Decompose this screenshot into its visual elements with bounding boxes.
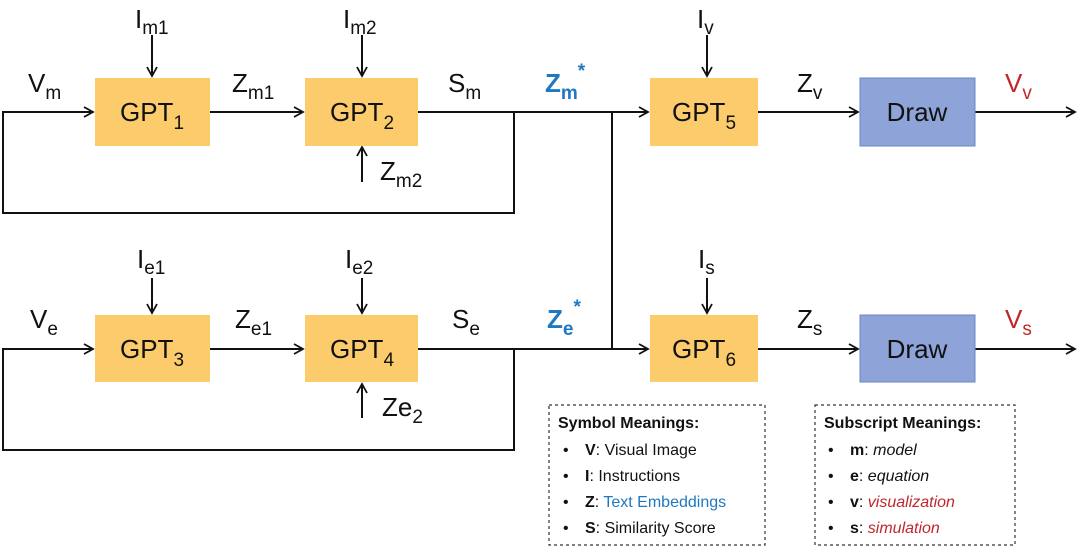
gpt2-block: GPT2 [305, 78, 418, 146]
gpt6-block: GPT6 [650, 315, 758, 382]
feedback-loop-top [2, 106, 515, 214]
label-ze1: Ze1 [235, 304, 272, 340]
gpt3-block: GPT3 [95, 315, 210, 382]
gpt5-block: GPT5 [650, 78, 758, 146]
label-zm2: Zm2 [380, 156, 422, 192]
label-vm: Vm [28, 68, 61, 104]
label-ze-star: Ze* [547, 297, 581, 340]
label-im1: Im1 [135, 4, 169, 39]
draw-block-bottom: Draw [859, 314, 976, 383]
label-ve: Ve [30, 304, 58, 340]
svg-text:•e: equation: •e: equation [828, 468, 929, 485]
svg-text:•V: Visual Image: •V: Visual Image [563, 442, 697, 459]
svg-text:Subscript Meanings:: Subscript Meanings: [824, 415, 981, 432]
svg-text:GPT2: GPT2 [330, 97, 394, 134]
legend-symbols: Symbol Meanings: •V: Visual Image •I: In… [548, 404, 766, 546]
svg-text:GPT6: GPT6 [672, 334, 736, 371]
top-row-connectors [2, 35, 1077, 349]
label-is: Is [698, 244, 715, 279]
label-vs: Vs [1005, 304, 1032, 340]
gpt4-block: GPT4 [305, 315, 418, 382]
label-im2: Im2 [343, 4, 377, 39]
label-ie2: Ie2 [345, 244, 373, 279]
svg-text:Symbol Meanings:: Symbol Meanings: [558, 415, 699, 432]
svg-text:•v: visualization: •v: visualization [828, 494, 955, 511]
label-sm: Sm [448, 68, 481, 104]
svg-text:Draw: Draw [887, 97, 948, 127]
legend-subscripts: Subscript Meanings: •m: model •e: equati… [814, 404, 1016, 546]
label-ie1: Ie1 [137, 244, 165, 279]
gpt1-block: GPT1 [95, 78, 210, 146]
label-vv: Vv [1005, 68, 1032, 104]
label-zm-star: Zm* [545, 61, 586, 104]
svg-text:•s: simulation: •s: simulation [828, 520, 940, 537]
label-zv: Zv [797, 68, 823, 104]
bottom-row-connectors [2, 278, 1077, 451]
label-ze2: Ze2 [382, 392, 423, 428]
svg-text:•I: Instructions: •I: Instructions [563, 468, 680, 485]
label-zs: Zs [797, 304, 822, 340]
svg-text:•m: model: •m: model [828, 442, 917, 459]
svg-text:GPT3: GPT3 [120, 334, 184, 371]
label-zm1: Zm1 [232, 68, 274, 104]
svg-text:•Z: Text Embeddings: •Z: Text Embeddings [563, 494, 726, 511]
svg-text:GPT4: GPT4 [330, 334, 394, 371]
svg-text:•S: Similarity Score: •S: Similarity Score [563, 520, 716, 537]
label-se: Se [452, 304, 480, 340]
svg-text:GPT1: GPT1 [120, 97, 184, 134]
svg-text:GPT5: GPT5 [672, 97, 736, 134]
svg-text:Draw: Draw [887, 334, 948, 364]
draw-block-top: Draw [859, 77, 976, 147]
label-iv: Iv [697, 4, 714, 39]
feedback-loop-bottom [2, 343, 515, 451]
